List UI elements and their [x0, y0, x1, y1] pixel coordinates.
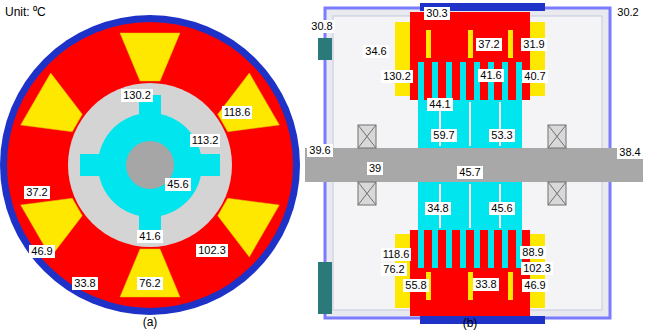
- temperature-label: 38.4: [617, 146, 642, 159]
- temperature-label: 31.9: [521, 38, 546, 51]
- temperature-label: 46.9: [522, 279, 547, 292]
- temperature-label: 55.8: [403, 279, 428, 292]
- temperature-label: 33.8: [72, 277, 97, 290]
- temperature-label: 53.3: [489, 129, 514, 142]
- temperature-label: 37.2: [476, 38, 501, 51]
- temperature-label: 34.8: [425, 202, 450, 215]
- temperature-label: 76.2: [137, 277, 162, 290]
- temperature-label: 46.9: [29, 245, 54, 258]
- temperature-label: 113.2: [190, 134, 221, 147]
- panel-label: Unit: ⁰C: [3, 6, 48, 19]
- temperature-label: 118.6: [222, 106, 253, 119]
- temperature-label: 39: [367, 162, 383, 175]
- temperature-label: 45.6: [489, 202, 514, 215]
- temperature-label: 76.2: [381, 263, 406, 276]
- temperature-label: 30.3: [424, 7, 449, 20]
- temperature-label: 88.9: [520, 246, 545, 259]
- temperature-label: 102.3: [196, 244, 228, 257]
- temperature-label: 45.6: [165, 178, 190, 191]
- temperature-label: 34.6: [363, 45, 388, 58]
- temperature-label: 118.6: [381, 248, 412, 261]
- temperature-label: 41.6: [137, 230, 162, 243]
- temperature-label: 30.8: [309, 20, 334, 33]
- temperature-label: 33.8: [473, 278, 498, 291]
- temperature-label: 39.6: [307, 144, 332, 157]
- temperature-label: 41.6: [478, 69, 503, 82]
- temperature-label: 30.2: [615, 6, 640, 19]
- temperature-label: 37.2: [24, 186, 49, 199]
- temperature-label: 130.2: [121, 89, 153, 102]
- temperature-label: 130.2: [381, 70, 413, 83]
- panel-label: (b): [461, 317, 480, 330]
- panel-label: (a): [141, 316, 160, 329]
- temperature-label: 45.7: [457, 166, 482, 179]
- temperature-label: 40.7: [522, 70, 547, 83]
- temperature-label: 59.7: [431, 129, 456, 142]
- temperature-label: 102.3: [521, 262, 553, 275]
- temperature-label: 44.1: [427, 98, 452, 111]
